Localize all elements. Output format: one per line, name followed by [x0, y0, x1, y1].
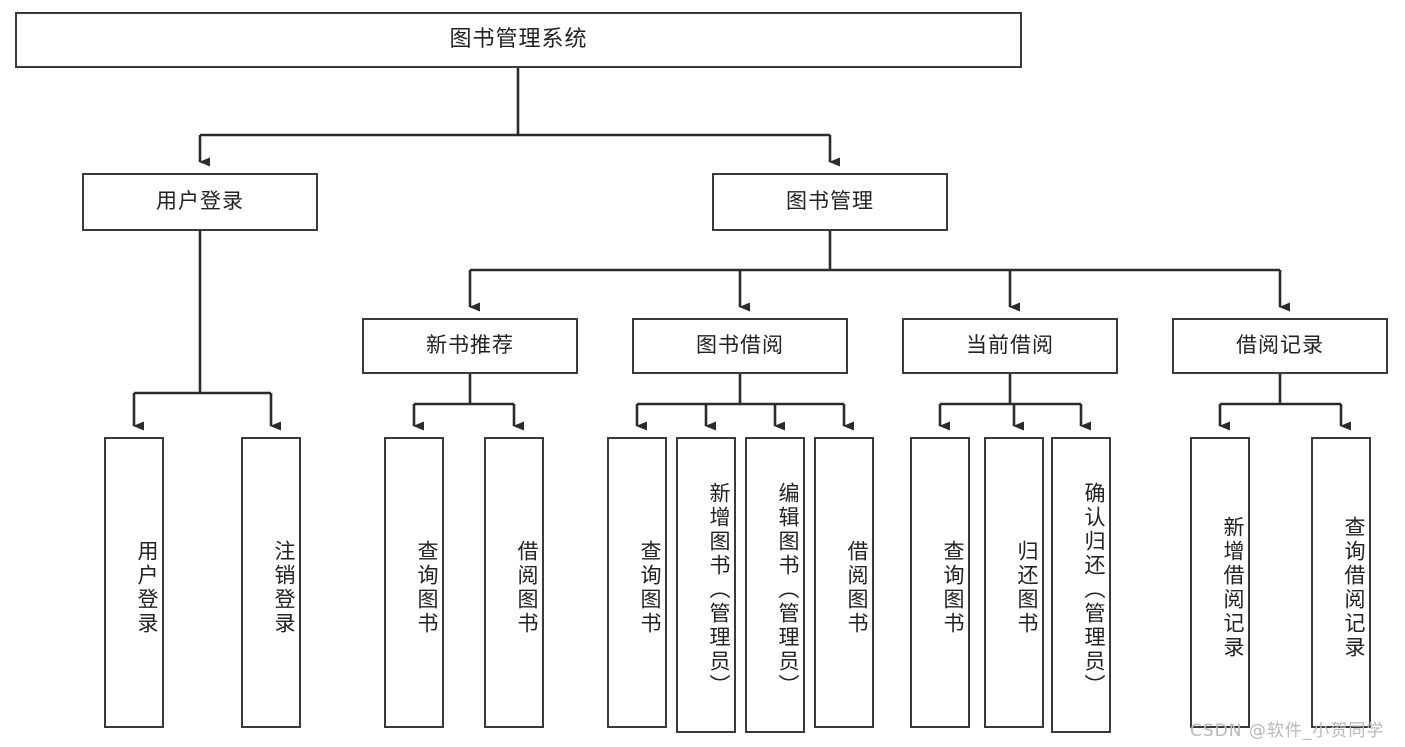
leaf-logout[interactable]: 注销登录	[241, 437, 301, 728]
leaf-borrow-book-2[interactable]: 借阅图书	[814, 437, 874, 728]
node-borrow-record[interactable]: 借阅记录	[1172, 318, 1388, 374]
node-label: 注销登录	[272, 539, 296, 636]
leaf-borrow-book-1[interactable]: 借阅图书	[484, 437, 544, 728]
leaf-add-borrow-record[interactable]: 新增借阅记录	[1190, 437, 1250, 728]
leaf-user-login[interactable]: 用户登录	[104, 437, 164, 728]
node-user-login[interactable]: 用户登录	[82, 173, 318, 231]
node-label: 用户登录	[135, 539, 159, 636]
leaf-add-book-admin[interactable]: 新增图书（管理员）	[676, 437, 736, 733]
leaf-query-borrow-record[interactable]: 查询借阅记录	[1311, 437, 1371, 728]
leaf-edit-book-admin[interactable]: 编辑图书（管理员）	[745, 437, 805, 733]
node-new-book-recommend[interactable]: 新书推荐	[362, 318, 578, 374]
node-book-manage[interactable]: 图书管理	[712, 173, 948, 231]
node-label: 新增图书（管理员）	[707, 482, 731, 698]
csdn-watermark: CSDN @软件_小贺同学	[1190, 721, 1385, 741]
leaf-query-book-2[interactable]: 查询图书	[607, 437, 667, 728]
leaf-confirm-return-admin[interactable]: 确认归还（管理员）	[1051, 437, 1111, 733]
node-label: 借阅记录	[1236, 333, 1324, 358]
node-label: 图书借阅	[696, 333, 784, 358]
leaf-query-book-3[interactable]: 查询图书	[910, 437, 970, 728]
node-label: 新增借阅记录	[1221, 515, 1245, 660]
node-label: 图书管理	[786, 189, 874, 214]
node-root[interactable]: 图书管理系统	[15, 12, 1022, 68]
node-label: 借阅图书	[515, 539, 539, 636]
node-label: 图书管理系统	[449, 26, 588, 52]
node-label: 查询图书	[638, 539, 662, 636]
node-label: 归还图书	[1015, 539, 1039, 636]
leaf-return-book[interactable]: 归还图书	[984, 437, 1044, 728]
node-label: 当前借阅	[966, 333, 1054, 358]
node-label: 用户登录	[156, 189, 244, 214]
node-label: 借阅图书	[845, 539, 869, 636]
node-label: 确认归还（管理员）	[1082, 482, 1106, 698]
leaf-query-book-1[interactable]: 查询图书	[384, 437, 444, 728]
node-label: 编辑图书（管理员）	[776, 482, 800, 698]
node-label: 查询借阅记录	[1342, 515, 1366, 660]
node-label: 查询图书	[941, 539, 965, 636]
node-label: 查询图书	[415, 539, 439, 636]
node-current-borrow[interactable]: 当前借阅	[902, 318, 1118, 374]
node-book-borrow[interactable]: 图书借阅	[632, 318, 848, 374]
node-label: 新书推荐	[426, 333, 514, 358]
